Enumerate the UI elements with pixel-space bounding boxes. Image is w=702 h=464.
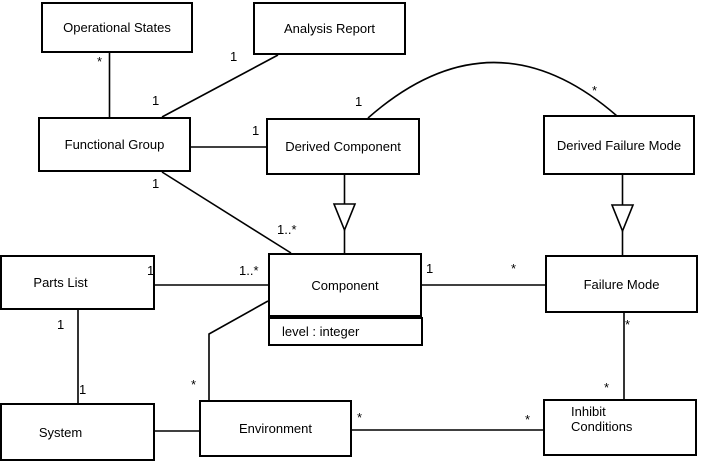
mult-derived-component-end-of-functional-group: 1 bbox=[252, 123, 260, 138]
mult-failure-mode-end-of-component: * bbox=[511, 261, 517, 276]
mult-functional-group-end-of-component: 1 bbox=[152, 176, 160, 191]
association-derived-component-derived-failure-mode-arc bbox=[367, 61, 618, 119]
association-environment-component bbox=[208, 300, 269, 400]
class-environment[interactable]: Environment bbox=[199, 400, 352, 457]
class-analysis-report[interactable]: Analysis Report bbox=[253, 2, 406, 55]
mult-component-end-of-failure-mode: 1 bbox=[426, 261, 434, 276]
class-name-derived-component: Derived Component bbox=[285, 139, 401, 154]
attribute-level-integer: level : integer bbox=[282, 324, 360, 339]
mult-analysis-report-end: 1 bbox=[230, 49, 238, 64]
mult-operational-states-end: * bbox=[97, 54, 103, 69]
class-inhibit-conditions[interactable]: Inhibit Conditions bbox=[543, 399, 697, 456]
class-name-analysis-report: Analysis Report bbox=[283, 21, 376, 36]
class-system[interactable]: System bbox=[0, 403, 155, 461]
class-derived-failure-mode[interactable]: Derived Failure Mode bbox=[543, 115, 695, 175]
class-name-inhibit-conditions: Inhibit Conditions bbox=[571, 404, 633, 434]
class-derived-component[interactable]: Derived Component bbox=[266, 118, 420, 175]
class-name-system: System bbox=[38, 424, 83, 440]
mult-functional-group-end-of-analysis-report: 1 bbox=[152, 93, 160, 108]
mult-inhibit-end-of-environment: * bbox=[525, 412, 531, 427]
mult-environment-end-of-component: * bbox=[191, 377, 197, 392]
class-name-environment: Environment bbox=[239, 421, 312, 436]
mult-system-end-of-parts-list: 1 bbox=[79, 382, 87, 397]
mult-component-end-of-functional-group: 1..* bbox=[277, 222, 297, 237]
class-parts-list[interactable]: Parts List bbox=[0, 255, 155, 310]
class-component[interactable]: Component bbox=[268, 253, 422, 317]
mult-derived-component-end-of-arc: 1 bbox=[355, 94, 363, 109]
association-analysis-report-functional-group bbox=[161, 54, 279, 118]
class-operational-states[interactable]: Operational States bbox=[41, 2, 193, 53]
class-name-operational-states: Operational States bbox=[63, 20, 171, 35]
mult-environment-end-of-inhibit: * bbox=[357, 410, 363, 425]
generalization-triangle-icon-component bbox=[332, 203, 357, 233]
class-failure-mode[interactable]: Failure Mode bbox=[545, 255, 698, 313]
class-name-functional-group: Functional Group bbox=[64, 137, 165, 152]
class-name-parts-list: Parts List bbox=[33, 275, 88, 290]
mult-derived-failure-mode-end-of-arc: * bbox=[592, 83, 598, 98]
mult-parts-list-end-of-system: 1 bbox=[57, 317, 65, 332]
mult-inhibit-end-of-failure-mode: * bbox=[604, 380, 610, 395]
mult-parts-list-end-of-component: 1 bbox=[147, 263, 155, 278]
mult-failure-mode-end-of-inhibit: * bbox=[625, 317, 631, 332]
class-name-component: Component bbox=[311, 277, 379, 293]
class-name-derived-failure-mode: Derived Failure Mode bbox=[556, 137, 682, 153]
class-functional-group[interactable]: Functional Group bbox=[38, 117, 191, 172]
generalization-triangle-icon-failure-mode bbox=[610, 204, 635, 234]
class-component-attributes[interactable]: level : integer bbox=[268, 317, 423, 346]
class-name-failure-mode: Failure Mode bbox=[583, 276, 660, 292]
mult-component-end-of-parts-list: 1..* bbox=[239, 263, 259, 278]
association-functional-group-component bbox=[161, 171, 292, 254]
